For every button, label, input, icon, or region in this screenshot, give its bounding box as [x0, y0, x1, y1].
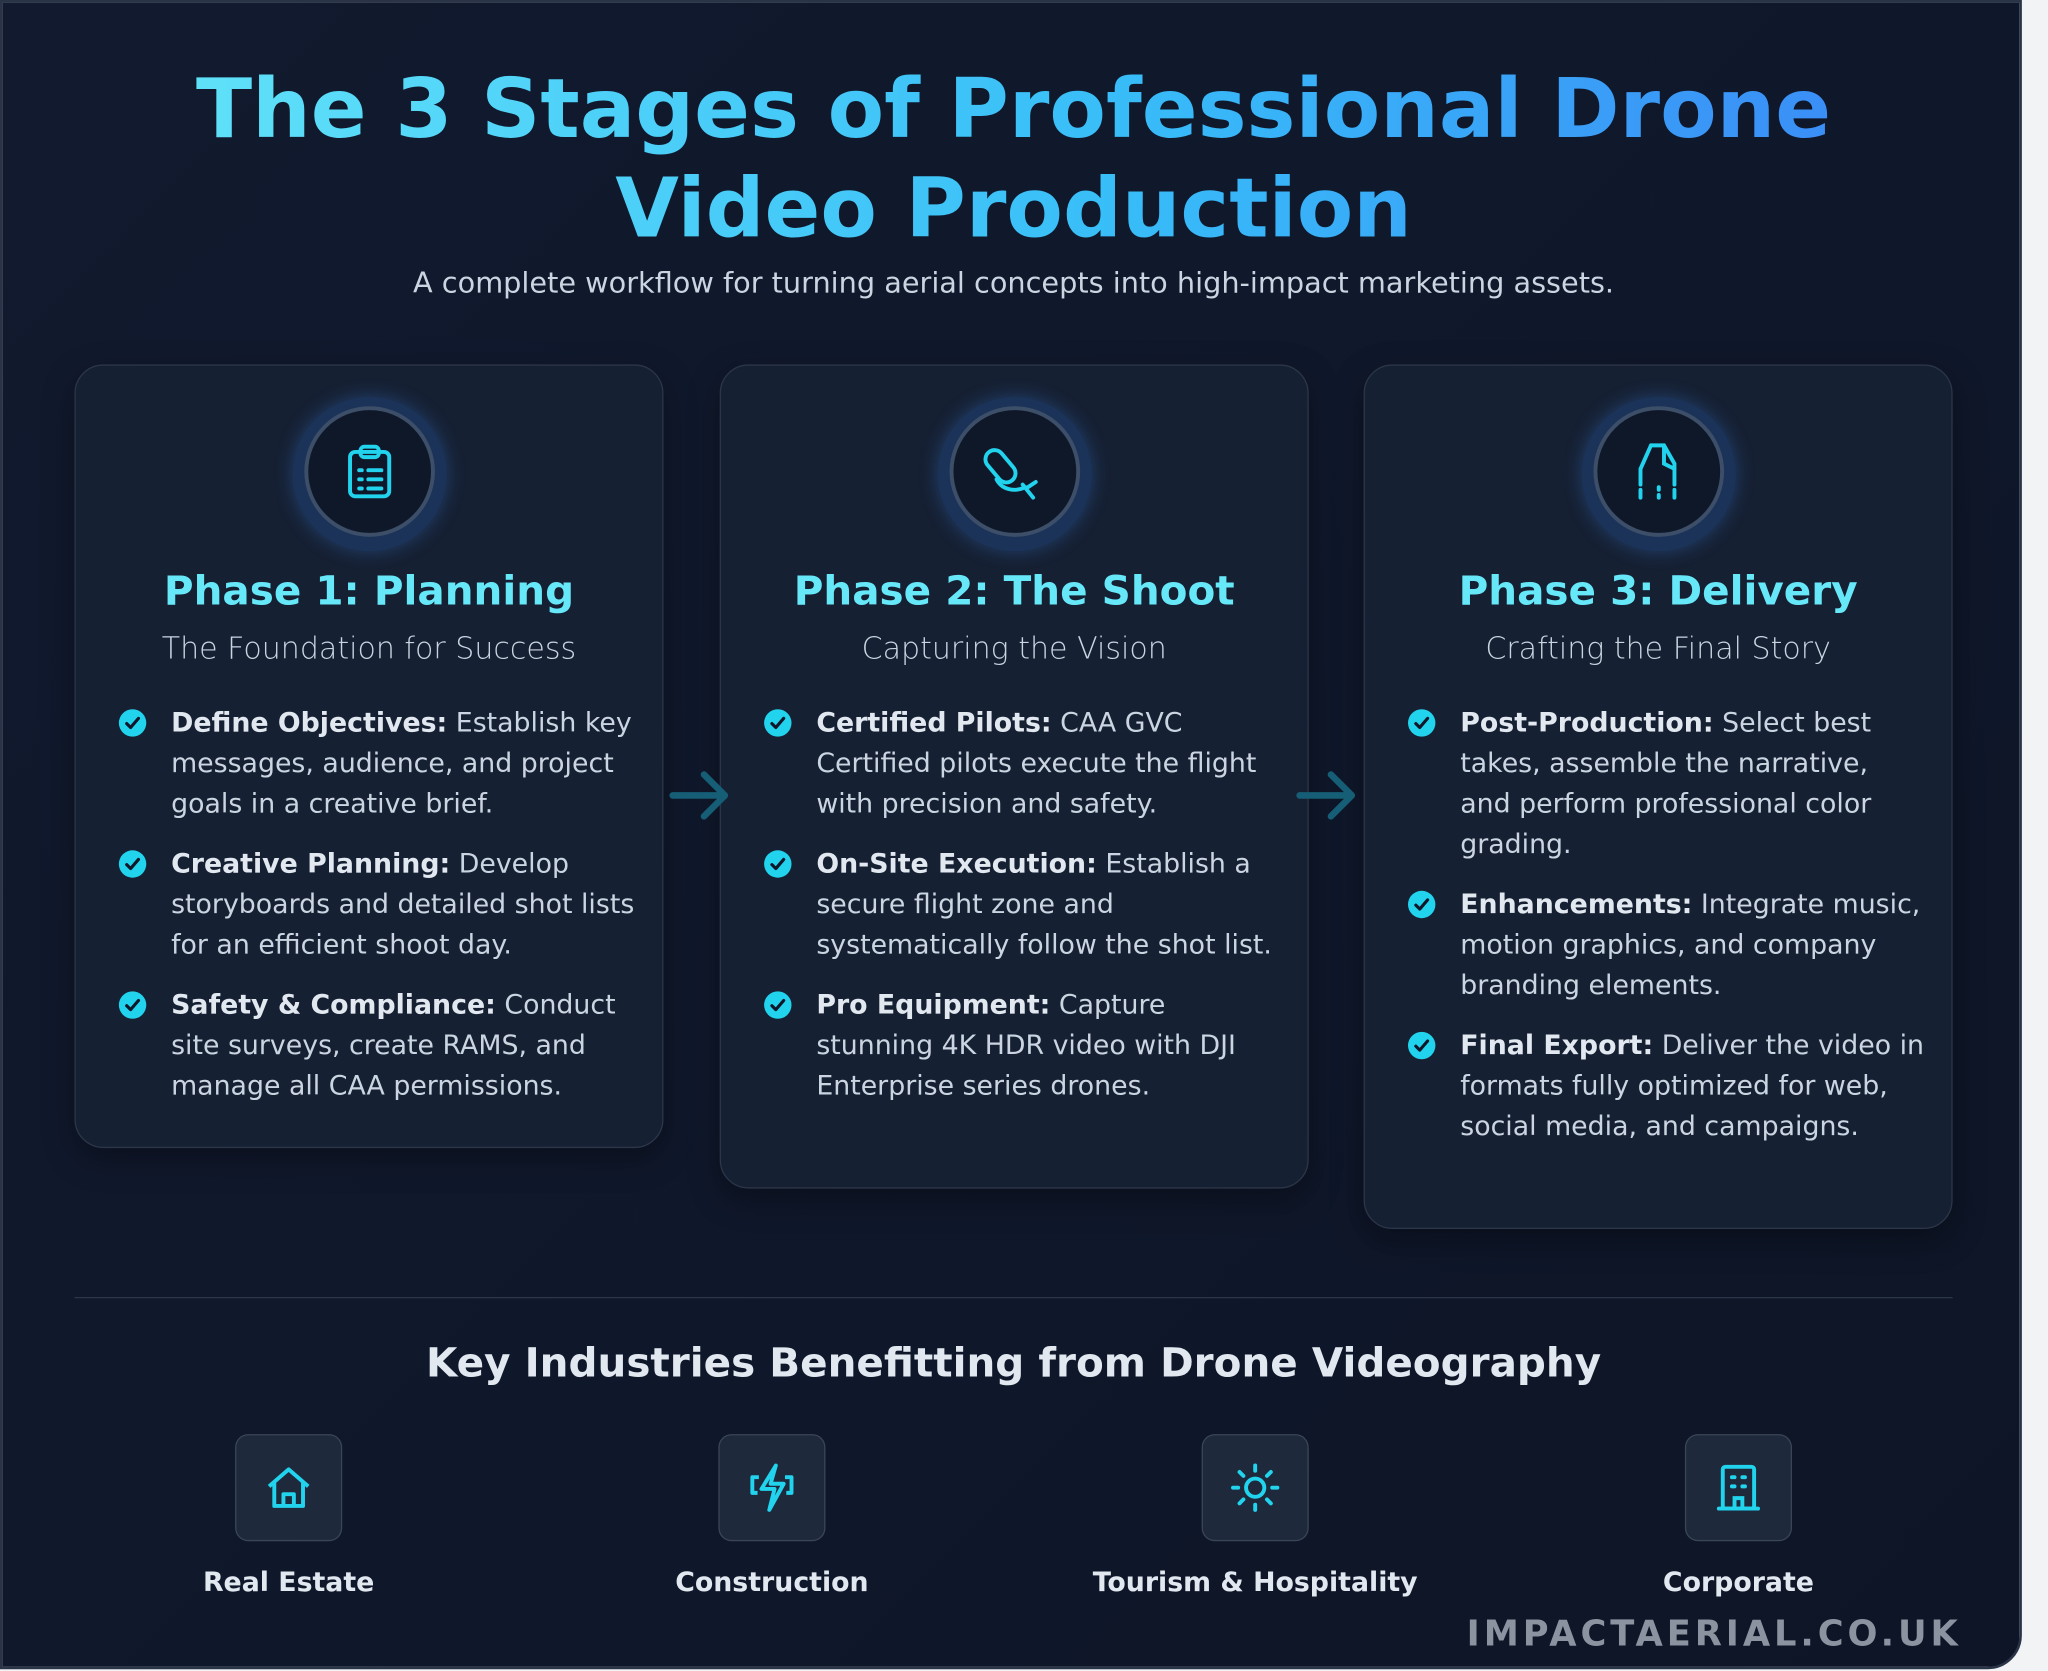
item-label: Post-Production:	[1460, 706, 1714, 738]
arrow-right-icon	[669, 771, 729, 820]
phase-list: Certified Pilots: CAA GVC Certified pilo…	[764, 703, 1281, 1126]
check-circle-icon	[1407, 709, 1436, 737]
phase-subtitle: Crafting the Final Story	[1485, 632, 1831, 667]
industry-label: Corporate	[1662, 1566, 1814, 1598]
item-text: Capture stunning 4K HDR video with DJI E…	[816, 988, 1236, 1102]
item-text: Develop storyboards and detailed shot li…	[171, 847, 635, 960]
phase-subtitle: Capturing the Vision	[861, 632, 1167, 667]
item-label: Final Export:	[1460, 1029, 1654, 1061]
list-item: Safety & Compliance: Conduct site survey…	[118, 985, 636, 1106]
list-item: Certified Pilots: CAA GVC Certified pilo…	[764, 703, 1281, 824]
list-item: On-Site Execution: Establish a secure fl…	[764, 844, 1281, 965]
building-icon	[1684, 1434, 1792, 1542]
rocket-delivery-icon	[1592, 406, 1724, 537]
icon-ring	[937, 397, 1092, 552]
item-label: Creative Planning:	[171, 847, 451, 880]
industry-label: Construction	[675, 1566, 869, 1598]
industry-label: Real Estate	[202, 1566, 375, 1598]
phase-subtitle: The Foundation for Success	[161, 632, 577, 667]
icon-ring	[1581, 397, 1736, 552]
check-circle-icon	[764, 850, 792, 878]
list-item: Define Objectives: Establish key message…	[118, 703, 636, 824]
check-circle-icon	[118, 991, 147, 1019]
item-text: Deliver the video in formats fully optim…	[1460, 1029, 1925, 1142]
divider	[74, 1296, 1953, 1299]
item-text: Establish a secure flight zone and syste…	[816, 847, 1272, 960]
check-circle-icon	[118, 850, 147, 878]
phase-title: Phase 2: The Shoot	[793, 568, 1235, 616]
page-subtitle: A complete workflow for turning aerial c…	[413, 267, 1615, 301]
item-label: Define Objectives:	[171, 706, 448, 738]
check-circle-icon	[1407, 1031, 1436, 1060]
check-circle-icon	[764, 709, 792, 737]
industry-item: Real Estate	[119, 1434, 459, 1599]
industries-heading: Key Industries Benefitting from Drone Vi…	[425, 1340, 1602, 1388]
item-label: Enhancements:	[1460, 888, 1693, 920]
check-circle-icon	[1407, 890, 1436, 919]
clipboard-list-icon	[303, 406, 435, 537]
industry-item: Corporate	[1569, 1434, 1909, 1599]
sun-icon	[1201, 1434, 1309, 1542]
phase-title: Phase 3: Delivery	[1458, 568, 1858, 616]
list-item: Final Export: Deliver the video in forma…	[1407, 1025, 1925, 1146]
phase-title: Phase 1: Planning	[163, 568, 575, 616]
industry-label: Tourism & Hospitality	[1092, 1566, 1418, 1598]
item-label: Certified Pilots:	[816, 706, 1052, 738]
list-item: Enhancements: Integrate music, motion gr…	[1407, 884, 1925, 1005]
item-text: Conduct site surveys, create RAMS, and m…	[171, 988, 616, 1102]
list-item: Post-Production: Select best takes, asse…	[1407, 703, 1925, 865]
list-item: Creative Planning: Develop storyboards a…	[118, 844, 636, 965]
item-label: Safety & Compliance:	[171, 988, 496, 1021]
house-icon	[235, 1434, 343, 1542]
phase-list: Post-Production: Select best takes, asse…	[1407, 703, 1925, 1167]
arrow-right-icon	[1296, 771, 1356, 820]
watermark: IMPACTAERIAL.CO.UK	[1466, 1614, 1962, 1655]
item-label: On-Site Execution:	[816, 847, 1097, 880]
industry-item: Construction	[602, 1434, 942, 1599]
drone-controller-icon	[948, 406, 1080, 537]
check-circle-icon	[118, 709, 147, 737]
item-label: Pro Equipment:	[816, 988, 1051, 1021]
item-text: Establish key messages, audience, and pr…	[171, 706, 632, 819]
check-circle-icon	[764, 991, 792, 1019]
icon-ring	[291, 397, 447, 552]
lightning-icon	[718, 1434, 826, 1542]
item-text: CAA GVC Certified pilots execute the fli…	[816, 706, 1257, 819]
industry-item: Tourism & Hospitality	[1085, 1434, 1425, 1599]
item-text: Select best takes, assemble the narrativ…	[1460, 706, 1872, 860]
item-text: Integrate music, motion graphics, and co…	[1460, 888, 1921, 1001]
list-item: Pro Equipment: Capture stunning 4K HDR v…	[764, 985, 1281, 1106]
phase-list: Define Objectives: Establish key message…	[118, 703, 636, 1126]
